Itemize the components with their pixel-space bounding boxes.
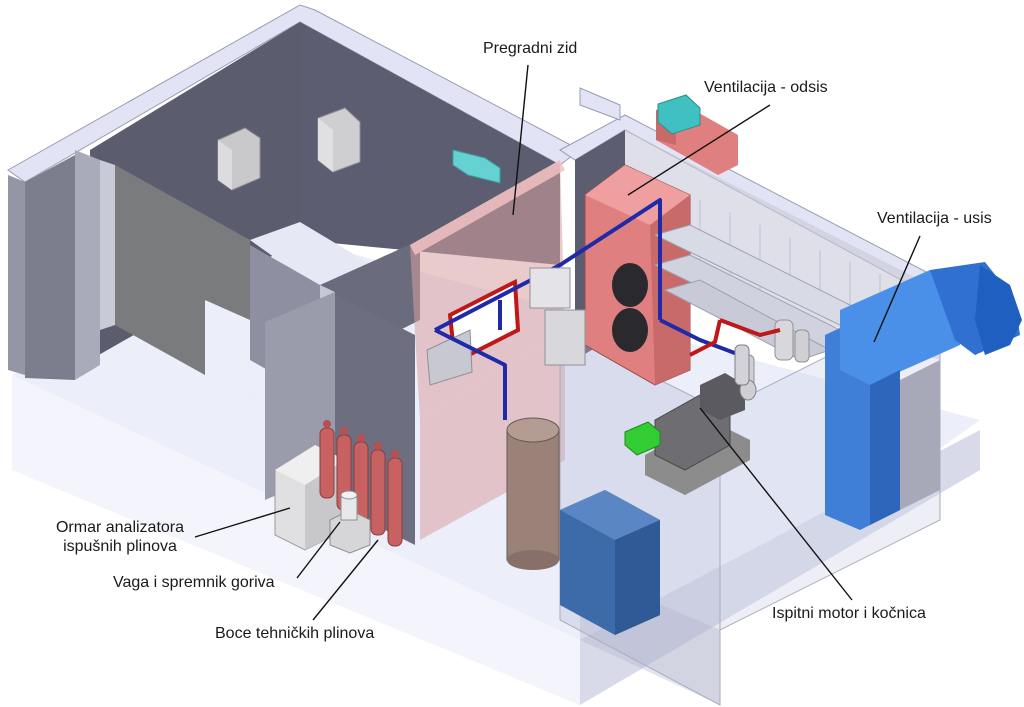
label-scale-fuel-tank: Vaga i spremnik goriva: [113, 574, 275, 591]
exhaust-ventilation-unit: [584, 164, 691, 386]
leader-analyzer-cabinet: [194, 507, 291, 538]
partition-wall: [410, 160, 565, 540]
leader-lines: [194, 64, 921, 621]
leader-test-engine-brake: [699, 407, 853, 601]
leader-gas-cylinders: [312, 539, 379, 621]
label-test-engine-brake: Ispitni motor i kočnica: [772, 605, 926, 622]
leader-ventilation-exhaust: [627, 104, 771, 196]
intake-ventilation-unit: [825, 262, 1022, 530]
label-ventilation-intake: Ventilacija - usis: [877, 210, 992, 227]
label-gas-cylinders: Boce tehničkih plinova: [215, 625, 375, 642]
blue-cabinet: [560, 490, 660, 635]
scale-and-fuel-container: [329, 490, 371, 554]
label-ventilation-exhaust: Ventilacija - odsis: [704, 79, 828, 96]
left-room-walls: [7, 4, 581, 545]
label-analyzer-cabinet-line2: ispušnih plinova: [63, 538, 177, 555]
leader-ventilation-intake: [873, 235, 921, 343]
leader-scale-fuel-tank: [296, 521, 341, 579]
air-pipes: [653, 224, 882, 391]
label-partition-wall: Pregradni zid: [483, 40, 578, 57]
engine-and-brake: [529, 267, 757, 495]
leader-partition-wall: [512, 64, 529, 216]
label-analyzer-cabinet-line1: Ormar analizatora: [55, 519, 185, 536]
fuel-tank: [506, 417, 560, 570]
label-analyzer-cabinet: Ormar analizatora ispušnih plinova: [40, 518, 200, 556]
